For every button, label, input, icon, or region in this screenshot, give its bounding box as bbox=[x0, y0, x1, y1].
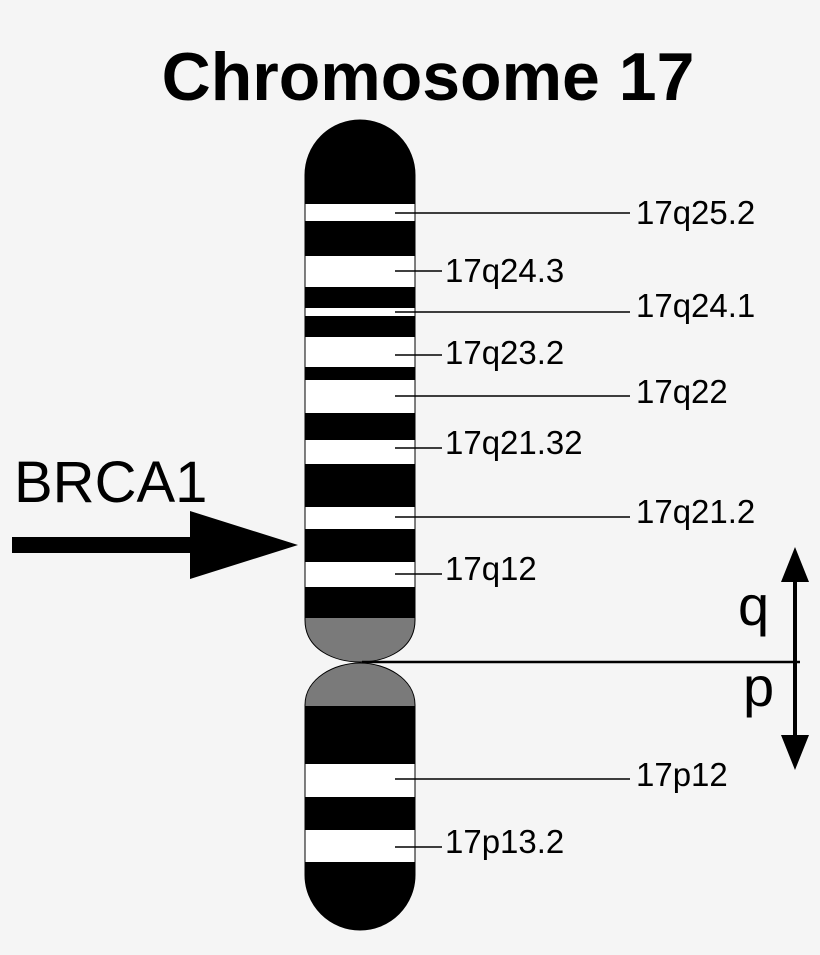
band-17q23-2 bbox=[305, 337, 415, 367]
q-arm-outline bbox=[304, 119, 416, 663]
band-17q21-32 bbox=[305, 440, 415, 464]
p-centromere bbox=[305, 663, 415, 706]
band-label: 17q21.2 bbox=[636, 493, 755, 530]
band-label: 17p12 bbox=[636, 756, 728, 793]
band-label: 17q12 bbox=[445, 550, 537, 587]
leader-lines bbox=[395, 212, 630, 848]
p-arm-label: p bbox=[743, 655, 774, 718]
band-label: 17q21.32 bbox=[445, 424, 583, 461]
band-label: 17q24.1 bbox=[636, 287, 755, 324]
q-arm bbox=[305, 120, 415, 662]
band-17p13-2 bbox=[305, 830, 415, 862]
band-label: 17q22 bbox=[636, 373, 728, 410]
band-17q21-2 bbox=[305, 507, 415, 529]
diagram-title: Chromosome 17 bbox=[162, 39, 695, 115]
band-label: 17p13.2 bbox=[445, 823, 564, 860]
arrow-down-icon bbox=[781, 735, 809, 770]
q-arm-label: q bbox=[738, 574, 769, 637]
arrow-up-icon bbox=[781, 547, 809, 582]
p-arm-outline bbox=[304, 662, 416, 931]
band-label: 17q24.3 bbox=[445, 252, 564, 289]
band-label: 17q23.2 bbox=[445, 334, 564, 371]
p-arm bbox=[305, 663, 415, 930]
band-17q24-1 bbox=[305, 308, 415, 316]
band-label: 17q25.2 bbox=[636, 194, 755, 231]
gene-label: BRCA1 bbox=[14, 450, 207, 515]
gene-arrow-icon bbox=[12, 511, 298, 579]
band-17p12 bbox=[305, 764, 415, 797]
band-17q25-2 bbox=[305, 204, 415, 221]
